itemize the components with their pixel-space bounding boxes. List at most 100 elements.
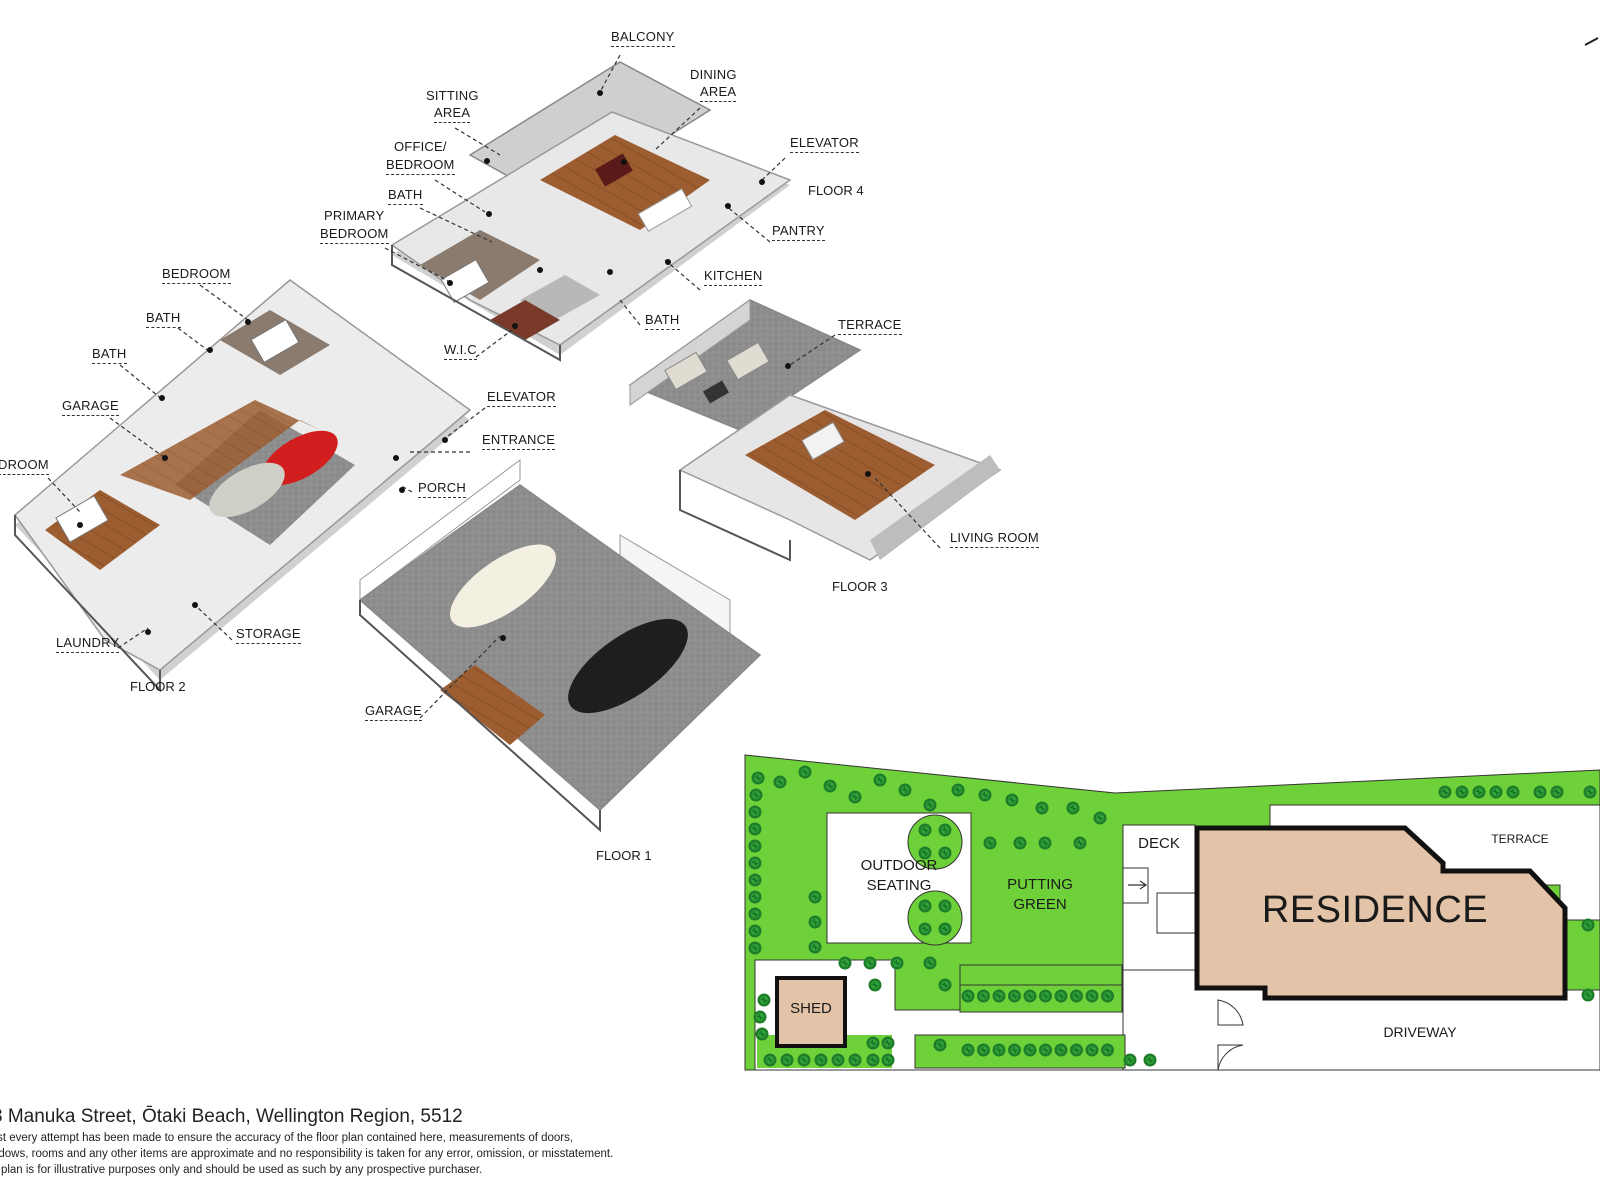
label-pantry: PANTRY — [772, 222, 825, 241]
label-driveway: DRIVEWAY — [1383, 1024, 1457, 1040]
hedge-shrub — [1100, 989, 1115, 1003]
floor2-title: FLOOR 2 — [130, 679, 186, 694]
hedge-shrub — [961, 989, 975, 1003]
label-office-line2: BEDROOM — [386, 156, 455, 175]
floor2-bed-1 — [250, 319, 300, 363]
label-putting-green-line1: PUTTING — [1007, 876, 1073, 893]
hedge-shrub — [1054, 1043, 1068, 1057]
label-bedroom-floor2-left: DROOM — [0, 456, 49, 475]
floor3-sofa-1 — [664, 351, 708, 391]
label-deck: DECK — [1138, 835, 1180, 852]
hedge-shrub — [992, 1043, 1006, 1057]
label-primary-bedroom-line1: PRIMARY — [324, 208, 385, 223]
hedge-shrub — [1023, 989, 1037, 1003]
floor3-walls — [679, 470, 791, 562]
leader-dots — [77, 90, 871, 641]
label-porch: PORCH — [418, 479, 466, 498]
label-outdoor-seating-line2: SEATING — [866, 877, 932, 894]
label-dining-area-line2: AREA — [700, 83, 737, 102]
label-outdoor-seating: OUTDOOR SEATING — [831, 856, 967, 896]
footer: 3 Manuka Street, Ōtaki Beach, Wellington… — [0, 1106, 712, 1178]
hedge-shrub — [1038, 989, 1053, 1003]
floor1-black-suv — [568, 618, 688, 714]
floor3-coffee-table — [702, 380, 730, 404]
label-dining-area-line1: DINING — [690, 67, 737, 82]
label-kitchen: KITCHEN — [704, 267, 763, 286]
label-living-room: LIVING ROOM — [950, 529, 1039, 548]
label-terrace-floor3: TERRACE — [838, 316, 902, 335]
label-elevator-floor2: ELEVATOR — [487, 388, 556, 407]
circular-planters — [907, 814, 963, 946]
floor2-walls — [14, 515, 161, 693]
label-elevator-floor4: ELEVATOR — [790, 134, 859, 153]
floor4-walls — [391, 245, 561, 362]
label-bath-floor4-top: BATH — [388, 186, 423, 205]
hedge-shrub — [1007, 1043, 1022, 1057]
hedge-shrub — [1023, 1043, 1037, 1057]
label-primary-bedroom-line2: BEDROOM — [320, 225, 389, 244]
label-putting-green: PUTTING GREEN — [990, 875, 1090, 915]
label-office-line1: OFFICE/ — [394, 139, 447, 154]
label-residence: RESIDENCE — [1261, 889, 1489, 931]
floor2-silver-car — [209, 462, 285, 518]
label-garage-floor1: GARAGE — [365, 702, 422, 721]
hedge-shrub — [1038, 1043, 1053, 1057]
floor4-bed — [440, 259, 490, 303]
floor2-hall-floor — [120, 400, 320, 500]
label-wic: W.I.C — [444, 341, 477, 360]
label-sitting-area-line2: AREA — [434, 104, 471, 123]
hedge-shrub — [961, 1043, 975, 1057]
floor3-terrace-rail — [629, 299, 751, 406]
floor1-garage-floor — [358, 484, 762, 812]
hedge-shrub — [1085, 989, 1099, 1003]
floor2-model — [13, 279, 472, 693]
residence-building — [1194, 825, 1568, 1001]
label-terrace-site: TERRACE — [1491, 832, 1549, 846]
floor3-title: FLOOR 3 — [832, 579, 888, 594]
floor1-back-wall-left — [359, 459, 521, 601]
floor2-bed-2 — [55, 495, 109, 543]
property-address: 3 Manuka Street, Ōtaki Beach, Wellington… — [0, 1106, 463, 1127]
hedge-shrub — [1100, 1043, 1115, 1057]
floor3-living-sofa — [801, 421, 845, 461]
hedge-shrub — [1054, 989, 1068, 1003]
hedge-shrub — [1069, 989, 1084, 1003]
label-bath-floor2-top: BATH — [146, 309, 181, 328]
hedge-shrub — [976, 989, 991, 1003]
hedge-shrub — [1007, 989, 1022, 1003]
hedge-shrub — [992, 989, 1006, 1003]
label-sitting-area-line1: SITTING — [426, 88, 479, 103]
driveway-gate — [1217, 999, 1244, 1071]
floor3-balcony — [870, 455, 1000, 560]
shed-building — [775, 976, 847, 1048]
label-balcony: BALCONY — [611, 28, 675, 47]
deck-arrow — [1128, 880, 1148, 890]
floor3-sofa-2 — [726, 341, 770, 381]
north-arrow-remnant — [1584, 37, 1599, 46]
floor3-living-floor — [745, 410, 935, 520]
label-bath-floor4-bottom: BATH — [645, 311, 680, 330]
label-shed: SHED — [790, 1000, 832, 1017]
label-entrance: ENTRANCE — [482, 431, 556, 450]
deck-step-2 — [1156, 892, 1196, 934]
hedge-shrub — [1085, 1043, 1099, 1057]
label-bedroom-floor2-top: BEDROOM — [162, 265, 231, 284]
floor4-title: FLOOR 4 — [808, 183, 864, 198]
disclaimer-line1: ilst every attempt has been made to ensu… — [0, 1132, 574, 1144]
hedge-shrub — [1069, 1043, 1084, 1057]
leader-lines — [47, 54, 941, 719]
hedge-strip-top — [959, 964, 1123, 1013]
floor1-model — [358, 459, 762, 833]
floor1-walls — [359, 600, 601, 833]
label-storage: STORAGE — [236, 625, 301, 644]
floor4-kitchen-island — [637, 188, 693, 232]
label-laundry: LAUNDRY — [56, 634, 120, 653]
floor4-model — [390, 61, 792, 362]
floor1-stair-floor — [440, 665, 545, 745]
disclaimer-line2: ndows, rooms and any other items are app… — [0, 1148, 614, 1160]
disclaimer-line3: s plan is for illustrative purposes only… — [0, 1164, 483, 1176]
floor3-model — [628, 299, 1002, 562]
floor1-white-suv — [450, 544, 556, 628]
